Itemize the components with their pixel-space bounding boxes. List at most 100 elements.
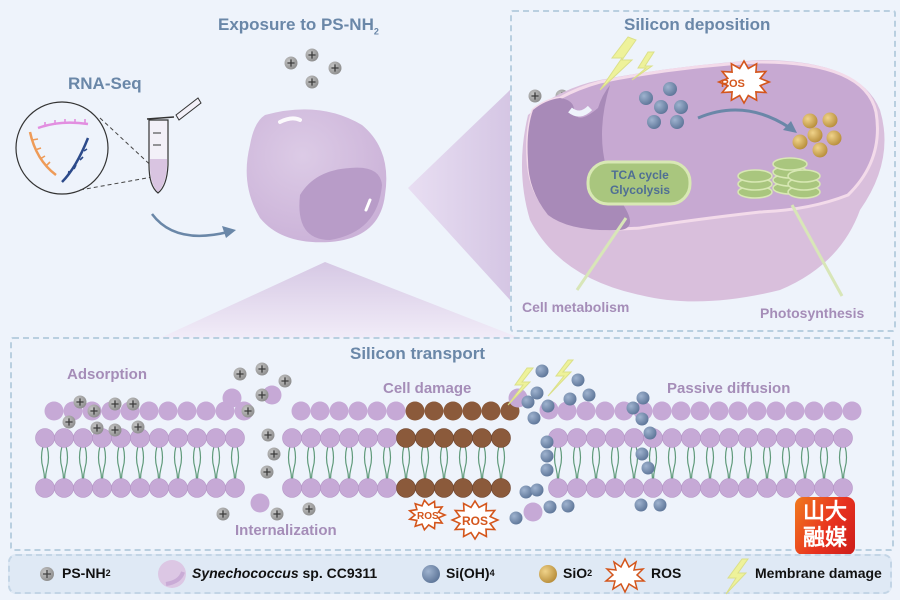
damaged-lipid-head (472, 428, 492, 448)
lipid-head (595, 401, 615, 421)
lipid-head (35, 428, 55, 448)
synechococcus-cell (246, 109, 387, 243)
legend-icons (40, 557, 749, 595)
lipid-head (139, 401, 159, 421)
ps-nh2-particle (255, 388, 269, 402)
lipid-head (291, 401, 311, 421)
plus-particle-icon (40, 567, 54, 581)
flow-arrow (150, 213, 229, 238)
tca-cycle-label: TCA cycle (611, 168, 669, 182)
lipid-head (196, 401, 216, 421)
ps-nh2-particle (328, 61, 342, 75)
damaged-lipid-head (472, 478, 492, 498)
lipid-head (206, 428, 226, 448)
sioh4-particle (530, 483, 544, 497)
lipid-head (320, 478, 340, 498)
lipid-head (358, 478, 378, 498)
lipid-head (652, 401, 672, 421)
sioh4-particle (540, 449, 554, 463)
damaged-lipid-head (481, 401, 501, 421)
lipid-head (814, 478, 834, 498)
lipid-head (386, 401, 406, 421)
damaged-lipid-head (396, 428, 416, 448)
damaged-lipid-head (462, 401, 482, 421)
lipid-head (586, 478, 606, 498)
damaged-lipid-head (424, 401, 444, 421)
lipid-head (348, 401, 368, 421)
lipid-head (158, 401, 178, 421)
ps-nh2-particle (255, 362, 269, 376)
sioh4-particle (626, 401, 640, 415)
lipid-head (814, 428, 834, 448)
lipid-head (766, 401, 786, 421)
lipid-head (339, 428, 359, 448)
sioh4-particle (641, 461, 655, 475)
lipid-head (700, 428, 720, 448)
glycolysis-label: Glycolysis (609, 183, 671, 197)
ps-nh2-particle (305, 48, 319, 62)
ps-nh2-particle (233, 367, 247, 381)
ps-nh2-particle (278, 374, 292, 388)
ros-burst-icon (716, 59, 772, 105)
ros-label-membrane-2: ROS (462, 514, 489, 528)
lipid-head (605, 428, 625, 448)
sioh4-particle (540, 435, 554, 449)
sioh4-particle (563, 392, 577, 406)
damaged-lipid-head (491, 428, 511, 448)
lipid-head (54, 428, 74, 448)
lipid-head (377, 428, 397, 448)
ps-nh2-particle (90, 421, 104, 435)
sio2-cluster (792, 112, 842, 158)
lipid-head (709, 401, 729, 421)
sioh4-particle (674, 100, 688, 114)
sioh4-particle (653, 498, 667, 512)
legend-item-sioh4: Si(OH)4 (446, 565, 495, 581)
silicon-deposition-title: Silicon deposition (624, 15, 771, 34)
lipid-head (757, 478, 777, 498)
lipid-head (671, 401, 691, 421)
lipid-head (576, 401, 596, 421)
damaged-lipid-head (491, 478, 511, 498)
lipid-head (662, 428, 682, 448)
tca-organelle (586, 160, 692, 206)
sio2-particle (807, 127, 823, 143)
lipid-head (282, 428, 302, 448)
lipid-head (690, 401, 710, 421)
silicon-transport-title: Silicon transport (350, 344, 486, 363)
damaged-lipid-head (443, 401, 463, 421)
lipid-head (795, 428, 815, 448)
lipid-head (320, 428, 340, 448)
sioh4-particle (636, 391, 650, 405)
lipid-head (804, 401, 824, 421)
lipid-head (776, 428, 796, 448)
lipid-head (187, 478, 207, 498)
ros-burst-icon (716, 59, 772, 105)
sioh4-particle (643, 426, 657, 440)
lipid-head (358, 428, 378, 448)
sioh4-cluster (639, 82, 688, 129)
lipid-head (719, 478, 739, 498)
lipid-head (262, 385, 282, 405)
sioh4-particle (543, 500, 557, 514)
damaged-lipid-head (415, 428, 435, 448)
ps-nh2-particle (305, 75, 319, 89)
lipid-head (187, 428, 207, 448)
lipid-head (567, 478, 587, 498)
photosynthesis-label: Photosynthesis (760, 305, 865, 321)
lipid-head (149, 428, 169, 448)
rna-magnifier-icon (15, 101, 109, 195)
lightning-icon (599, 36, 655, 91)
lipid-head (177, 401, 197, 421)
exposure-title: Exposure to PS-NH2 (218, 15, 379, 37)
lipid-head (833, 428, 853, 448)
sio2-particle (792, 134, 808, 150)
lipid-head (757, 428, 777, 448)
lipid-head (681, 478, 701, 498)
damaged-lipid-head (434, 478, 454, 498)
lipid-head (624, 478, 644, 498)
lipid-head (823, 401, 843, 421)
cell-metabolism-label: Cell metabolism (522, 299, 630, 315)
